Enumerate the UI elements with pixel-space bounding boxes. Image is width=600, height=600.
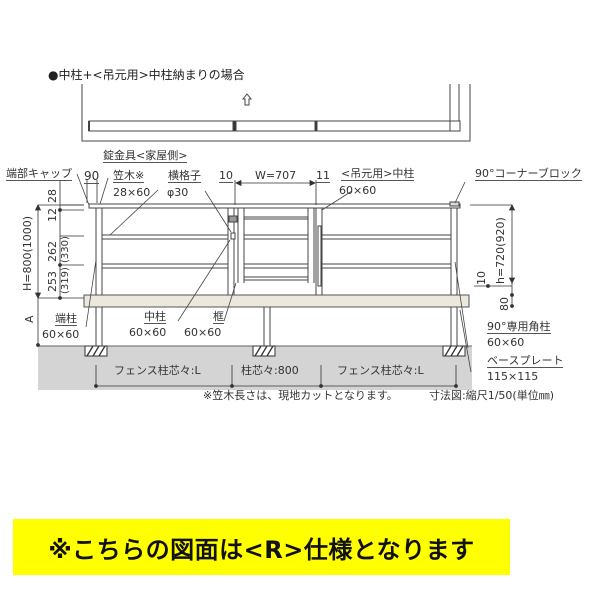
base-plate-label: ベースプレート xyxy=(487,354,564,368)
dim-10: 10 xyxy=(475,271,488,285)
gap-left-dim: 10 xyxy=(219,169,233,183)
horizontal-lattice-size: φ30 xyxy=(167,186,189,199)
fence-body xyxy=(88,201,461,295)
dim-253: 253 xyxy=(46,271,59,292)
kasagi-note: ※笠木長さは、現地カットとなります。 xyxy=(203,389,398,402)
spec-banner-text: ※こちらの図面は<R>仕様となります xyxy=(48,535,475,564)
dim-330: (330) xyxy=(60,236,71,263)
gap-right-dim: 11 xyxy=(316,169,330,183)
span-left-label: フェンス柱芯々:L xyxy=(114,364,201,377)
dimensions xyxy=(34,179,516,388)
kasagi-size: 28×60 xyxy=(113,186,151,199)
hanging-post-label: <吊元用>中柱 xyxy=(341,167,415,181)
span-right-label: フェンス柱芯々:L xyxy=(337,364,424,377)
dim-262: 262 xyxy=(46,241,59,262)
span-mid-label: 柱芯々:800 xyxy=(241,364,299,377)
lock-hardware-label: 錠金具<家屋側> xyxy=(103,149,188,163)
slab xyxy=(83,294,470,308)
dim-height-h: h=720(920) xyxy=(494,217,507,284)
corner-post-size: 60×60 xyxy=(487,336,525,349)
dim-319: (319) xyxy=(60,267,71,294)
dim-28: 28 xyxy=(46,189,59,203)
diagram-heading: ●中柱+<吊元用>中柱納まりの場合 xyxy=(48,68,245,82)
scale-note: 寸法図:縮尺1/50(単位㎜) xyxy=(429,389,554,402)
end-post-size: 60×60 xyxy=(42,328,80,341)
plan-view xyxy=(81,84,471,142)
dim-12: 12 xyxy=(46,208,59,222)
frame-label: 框 xyxy=(213,310,224,324)
dim-80: 80 xyxy=(498,297,511,311)
dim-A: A xyxy=(23,315,36,323)
end-cap-label: 端部キャップ xyxy=(6,167,72,181)
spec-banner: ※こちらの図面は<R>仕様となります xyxy=(13,519,510,575)
end-post-label: 端柱 xyxy=(55,312,77,326)
mid-post-size: 60×60 xyxy=(129,326,167,339)
footings xyxy=(84,345,466,357)
dim-height-H: H=800(1000) xyxy=(21,215,34,291)
kasagi-label: 笠木※ xyxy=(113,169,145,183)
corner-post-label: 90°専用角柱 xyxy=(487,320,551,334)
mid-post-label: 中柱 xyxy=(144,310,166,324)
cap-width-dim: 90 xyxy=(84,169,100,184)
posts-below xyxy=(95,307,458,346)
leaders xyxy=(76,173,472,373)
hanging-post-size: 60×60 xyxy=(339,184,377,197)
horizontal-lattice-label: 横格子 xyxy=(168,169,201,183)
frame-size: 60×60 xyxy=(184,326,222,339)
gate-width-dim: W=707 xyxy=(255,169,297,182)
base-plate-size: 115×115 xyxy=(487,370,539,383)
corner-block-label: 90°コーナーブロック xyxy=(475,167,582,181)
